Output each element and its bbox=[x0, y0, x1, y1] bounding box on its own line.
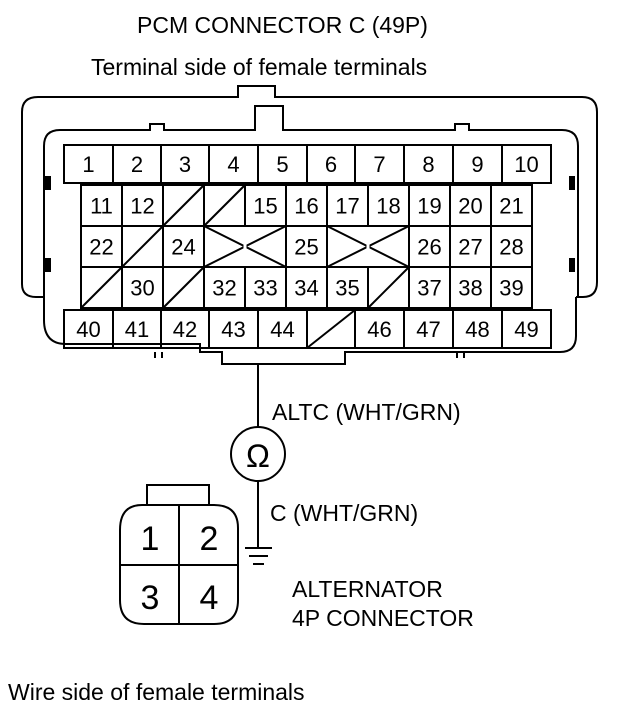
pin-5-label: 5 bbox=[276, 152, 288, 177]
pin-19-label: 19 bbox=[417, 194, 441, 219]
pin-empty-r3-c7-cell bbox=[326, 225, 369, 268]
pin-49-cell bbox=[501, 309, 552, 349]
pin-46-label: 46 bbox=[367, 317, 391, 342]
pin-35-label: 35 bbox=[335, 276, 359, 301]
alternator-label-line2: 4P CONNECTOR bbox=[292, 605, 474, 631]
pin-34-label: 34 bbox=[294, 276, 318, 301]
pin-empty-r3-c5-cell bbox=[244, 225, 287, 268]
blank-cavity-mark bbox=[162, 266, 205, 309]
pin-12-label: 12 bbox=[130, 194, 154, 219]
latch-left-bottom bbox=[45, 258, 51, 272]
pin-18-label: 18 bbox=[376, 194, 400, 219]
pin-28-label: 28 bbox=[499, 235, 523, 260]
pin-26-label: 26 bbox=[417, 235, 441, 260]
pin-empty-r3-c8-cell bbox=[367, 225, 410, 268]
pin-22-label: 22 bbox=[89, 235, 113, 260]
pcm-pin-grid bbox=[63, 144, 552, 349]
pin-6-label: 6 bbox=[325, 152, 337, 177]
alt-pin-4: 4 bbox=[200, 579, 219, 617]
pin-39-cell bbox=[490, 266, 533, 309]
pin-39-label: 39 bbox=[499, 276, 523, 301]
pin-33-label: 33 bbox=[253, 276, 277, 301]
blank-cavity-mark bbox=[162, 184, 205, 227]
pin-7-label: 7 bbox=[373, 152, 385, 177]
alternator-label-line1: ALTERNATOR bbox=[292, 576, 443, 602]
pin-8-label: 8 bbox=[422, 152, 434, 177]
pin-15-label: 15 bbox=[253, 194, 277, 219]
pin-43-label: 43 bbox=[221, 317, 245, 342]
altc-wire bbox=[230, 364, 286, 565]
ohm-icon: Ω bbox=[246, 438, 270, 474]
blank-cavity-mark bbox=[367, 266, 410, 309]
pin-48-label: 48 bbox=[465, 317, 489, 342]
pin-47-label: 47 bbox=[416, 317, 440, 342]
pin-11-label: 11 bbox=[90, 194, 113, 219]
pin-empty-r3-c4-cell bbox=[203, 225, 246, 268]
alternator-connector bbox=[119, 484, 239, 625]
pin-32-label: 32 bbox=[212, 276, 236, 301]
pin-4-label: 4 bbox=[227, 152, 239, 177]
blank-cavity-mark bbox=[121, 225, 164, 268]
pin-1-label: 1 bbox=[82, 152, 94, 177]
pin-38-label: 38 bbox=[458, 276, 482, 301]
pin-37-label: 37 bbox=[417, 276, 441, 301]
latch-right-top bbox=[569, 176, 575, 190]
alt-pin-3: 3 bbox=[141, 579, 160, 617]
pin-10-label: 10 bbox=[514, 152, 538, 177]
diagram-title: PCM CONNECTOR C (49P) bbox=[137, 12, 428, 38]
pin-42-label: 42 bbox=[173, 317, 197, 342]
latch-left-top bbox=[45, 176, 51, 190]
c-wire-label: C (WHT/GRN) bbox=[270, 500, 419, 526]
pin-25-label: 25 bbox=[294, 235, 318, 260]
pin-41-label: 41 bbox=[125, 317, 149, 342]
pin-21-label: 21 bbox=[499, 194, 523, 219]
pin-10-cell bbox=[501, 144, 552, 184]
alt-pin-1: 1 bbox=[141, 520, 160, 558]
pin-30-label: 30 bbox=[130, 276, 154, 301]
pin-17-label: 17 bbox=[335, 194, 359, 219]
pin-3-label: 3 bbox=[179, 152, 191, 177]
pcm-connector-housing bbox=[21, 85, 598, 365]
diagram-subtitle: Terminal side of female terminals bbox=[91, 54, 428, 80]
pin-27-label: 27 bbox=[458, 235, 482, 260]
alt-pin-2: 2 bbox=[200, 520, 219, 558]
pin-9-label: 9 bbox=[471, 152, 483, 177]
altc-wire-label: ALTC (WHT/GRN) bbox=[272, 399, 461, 425]
pin-40-label: 40 bbox=[76, 317, 100, 342]
blank-cavity-mark bbox=[80, 266, 123, 309]
pin-49-label: 49 bbox=[514, 317, 538, 342]
pin-20-label: 20 bbox=[458, 194, 482, 219]
pin-44-label: 44 bbox=[270, 317, 294, 342]
blank-cavity-mark bbox=[203, 184, 246, 227]
pin-24-label: 24 bbox=[171, 235, 195, 260]
latch-right-bottom bbox=[569, 258, 575, 272]
pin-16-label: 16 bbox=[294, 194, 318, 219]
pin-2-label: 2 bbox=[131, 152, 143, 177]
blank-cavity-mark bbox=[306, 309, 356, 349]
footer-note: Wire side of female terminals bbox=[8, 679, 305, 705]
